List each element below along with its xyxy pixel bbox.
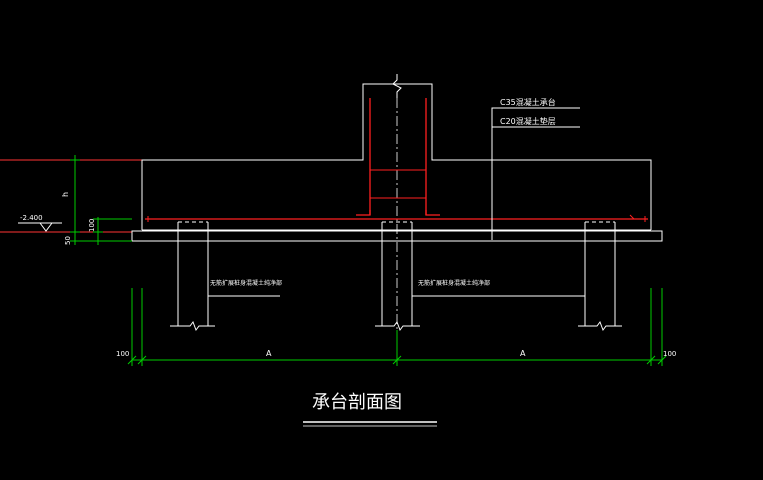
rebar-hook-right: [425, 210, 440, 216]
rebar-hook-left: [356, 210, 371, 216]
pile-right: [578, 221, 622, 332]
pile-center: [375, 221, 420, 332]
rebar-ticks: [147, 214, 646, 222]
column-break-symbol: [392, 74, 402, 98]
dim-100-left: 100: [116, 350, 129, 358]
label-concrete-cushion: C20混凝土垫层: [500, 116, 556, 126]
dim-a-left: A: [266, 349, 272, 358]
label-pile-left: 无筋扩展桩身混凝土纯净部: [210, 279, 282, 287]
drawing-title: 承台剖面图: [312, 392, 402, 413]
elevation-label: -2.400: [20, 214, 43, 222]
pile-left: [170, 221, 215, 332]
dim-a-right: A: [520, 349, 526, 358]
label-pile-right: 无筋扩展桩身混凝土纯净部: [418, 279, 490, 287]
dim-50: 50: [64, 236, 72, 245]
pile-cap-outline: [141, 83, 652, 230]
elevation-marker: [18, 222, 62, 232]
dim-100-right: 100: [663, 350, 676, 358]
dim-100-small: 100: [88, 219, 96, 232]
horizontal-dimension: [127, 288, 667, 366]
vertical-dimension: [70, 155, 132, 245]
dim-h: h: [61, 192, 70, 197]
label-concrete-cap: C35混凝土承台: [500, 97, 556, 107]
leader-lines: [208, 107, 585, 297]
